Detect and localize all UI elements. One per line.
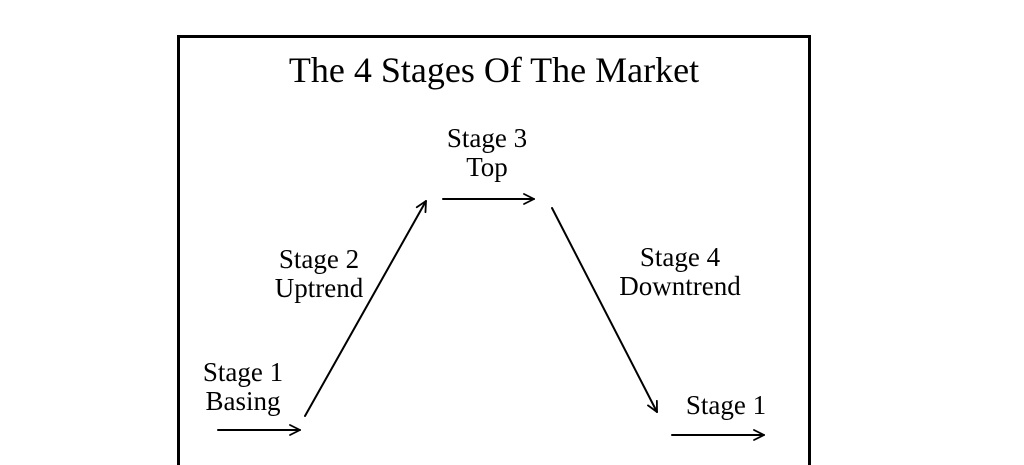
stage2-uptrend-label-line2: Uptrend — [274, 273, 364, 303]
stage2-uptrend-label: Stage 2 Uptrend — [275, 245, 363, 303]
stage1-repeat-label-line1: Stage 1 — [685, 390, 767, 420]
stage4-downtrend-arrow — [551, 207, 658, 413]
stage1-repeat-label: Stage 1 — [686, 391, 766, 420]
stage3-top-label: Stage 3 Top — [447, 124, 527, 182]
stage2-uptrend-arrow — [304, 200, 427, 417]
stage1-basing-label: Stage 1 Basing — [203, 358, 283, 416]
stage2-uptrend-label-line1: Stage 2 — [278, 244, 360, 274]
stage4-downtrend-label-line1: Stage 4 — [639, 242, 721, 272]
stage3-top-label-line2: Top — [466, 152, 508, 182]
diagram-frame — [177, 35, 811, 465]
stage3-top-label-line1: Stage 3 — [446, 123, 528, 153]
stage4-downtrend-label: Stage 4 Downtrend — [619, 243, 740, 301]
diagram-title: The 4 Stages Of The Market — [288, 50, 700, 90]
stage4-downtrend-label-line2: Downtrend — [619, 271, 741, 301]
stage1-basing-label-line2: Basing — [205, 386, 281, 416]
stage1-basing-label-line1: Stage 1 — [202, 357, 284, 387]
